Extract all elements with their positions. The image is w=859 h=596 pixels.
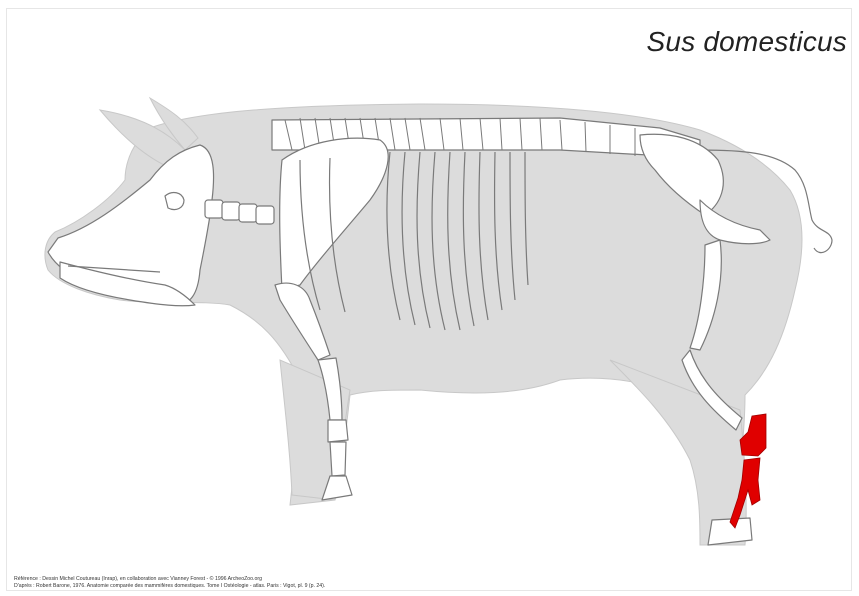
fore-metacarpus	[330, 442, 346, 476]
fore-carpus	[328, 420, 348, 442]
reference-text: Référence : Dessin Michel Coutureau (Inr…	[14, 576, 325, 589]
species-title: Sus domesticus	[647, 26, 847, 58]
reference-line-2: D'après : Robert Barone, 1976. Anatomie …	[14, 583, 325, 590]
orbit	[165, 193, 184, 210]
